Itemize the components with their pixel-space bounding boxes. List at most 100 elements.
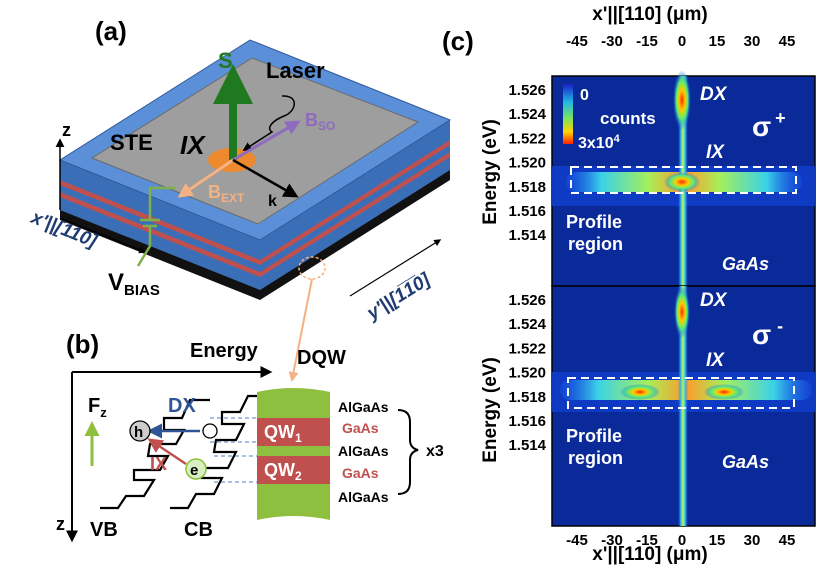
x-tick-label: -30: [601, 532, 623, 549]
y-tick-label: 1.518: [508, 389, 546, 406]
dx-label-b: DX: [168, 395, 196, 417]
laser-beam: [242, 95, 295, 151]
layer-label: AlGaAs: [338, 399, 389, 415]
top-axis-title: x'||[110] (μm): [592, 4, 707, 25]
bottom-axis-title: x'||[110] (μm): [592, 544, 707, 565]
y-title-bottom: Energy (eV): [480, 357, 501, 463]
colorbar-label: counts: [600, 109, 656, 128]
y-tick-label: 1.518: [508, 179, 546, 196]
y-title-top: Energy (eV): [480, 119, 501, 225]
bias-circuit: [136, 186, 176, 267]
panel-a: (a) STE IX S Laser BS: [27, 16, 452, 382]
y-tick-label: 1.520: [508, 155, 546, 172]
ix-label-a: IX: [180, 130, 206, 160]
x-tick-label: 0: [678, 33, 686, 50]
y-tick-labels-bottom: 1.526 1.524 1.522 1.520 1.518 1.516 1.514: [508, 292, 546, 454]
electron-dx: [202, 423, 218, 439]
h-label: h: [134, 424, 143, 441]
ix-label-b: IX: [150, 454, 167, 474]
ix-label-top: IX: [706, 142, 725, 163]
conduction-band: [170, 394, 268, 510]
gaas-line-bottom: [678, 286, 688, 526]
y-tick-label: 1.520: [508, 365, 546, 382]
e-label: e: [190, 462, 198, 479]
gaas-label-top: GaAs: [722, 254, 769, 274]
electron: [185, 458, 207, 480]
qw1-label: QW1: [264, 422, 302, 445]
dx-label-top: DX: [700, 84, 728, 105]
panel-c: (c) x'||[110] (μm) x'||[110] (μm) -45-30…: [442, 4, 816, 565]
x-tick-label: 45: [779, 33, 796, 50]
cb-label: CB: [184, 519, 213, 541]
panel-b-label: (b): [66, 329, 99, 359]
fz-label: Fz: [88, 395, 107, 420]
qw2-layer: [257, 456, 330, 484]
laser-label: Laser: [266, 58, 325, 83]
y-tick-label: 1.516: [508, 413, 546, 430]
layer-label: GaAs: [342, 465, 379, 481]
panel-a-label: (a): [95, 16, 127, 46]
y-axis-label-a: y'||[1̅1̅0]: [363, 269, 435, 325]
sigma-plus: σ+: [752, 108, 786, 142]
y-tick-label: 1.522: [508, 340, 546, 357]
s-label: S: [218, 48, 233, 73]
vbias-label: VBIAS: [108, 269, 160, 299]
x-tick-label: 15: [709, 532, 726, 549]
zoom-connector: [288, 278, 313, 382]
x-tick-label: -30: [601, 33, 623, 50]
y-tick-label: 1.524: [508, 106, 546, 123]
bext-label: BEXT: [208, 182, 245, 205]
zoom-circle: [298, 256, 326, 280]
z-label-b: z: [56, 514, 65, 534]
sigma-minus: σ-: [752, 316, 783, 350]
bso-arrow: [232, 120, 301, 162]
layer-label: AlGaAs: [338, 489, 389, 505]
qw1-layer: [257, 418, 330, 446]
dx-emission-bottom: [674, 286, 690, 338]
y-tick-label: 1.514: [508, 437, 546, 454]
k-label: k: [268, 193, 277, 210]
dqw-label: DQW: [297, 347, 346, 369]
x-tick-label: -15: [636, 33, 658, 50]
y-tick-label: 1.526: [508, 292, 546, 309]
gaas-label-bottom: GaAs: [722, 452, 769, 472]
device-slab: [58, 39, 452, 300]
energy-label: Energy: [190, 340, 259, 362]
x-axis-a: [59, 217, 147, 254]
colorbar-max: 3x104: [578, 133, 621, 152]
colorbar-min: 0: [580, 87, 589, 104]
dx-emission-top: [673, 70, 691, 130]
y-tick-label: 1.526: [508, 82, 546, 99]
colorbar: [563, 84, 573, 144]
x-tick-label: -45: [566, 532, 588, 549]
x-tick-label: 0: [678, 532, 686, 549]
dx-label-bottom: DX: [700, 290, 728, 311]
y-axis-a: [349, 239, 442, 297]
x-tick-label: 15: [709, 33, 726, 50]
layer-label: GaAs: [342, 420, 379, 436]
qw2-label: QW2: [264, 460, 302, 483]
hole: [129, 420, 151, 442]
z-label-a: z: [62, 120, 71, 140]
multiplier-label: x3: [426, 443, 444, 460]
ste-label: STE: [110, 130, 153, 155]
y-tick-label: 1.524: [508, 316, 546, 333]
period-brace: [397, 409, 419, 495]
x-tick-label: 30: [744, 532, 761, 549]
profile-region-box-top: [570, 166, 797, 194]
y-tick-label: 1.516: [508, 203, 546, 220]
k-arrow: [232, 158, 299, 198]
x-tick-label: 30: [744, 33, 761, 50]
valence-band: [100, 398, 210, 510]
y-tick-label: 1.514: [508, 227, 546, 244]
level-guides: [210, 417, 258, 483]
layer-label: AlGaAs: [338, 443, 389, 459]
